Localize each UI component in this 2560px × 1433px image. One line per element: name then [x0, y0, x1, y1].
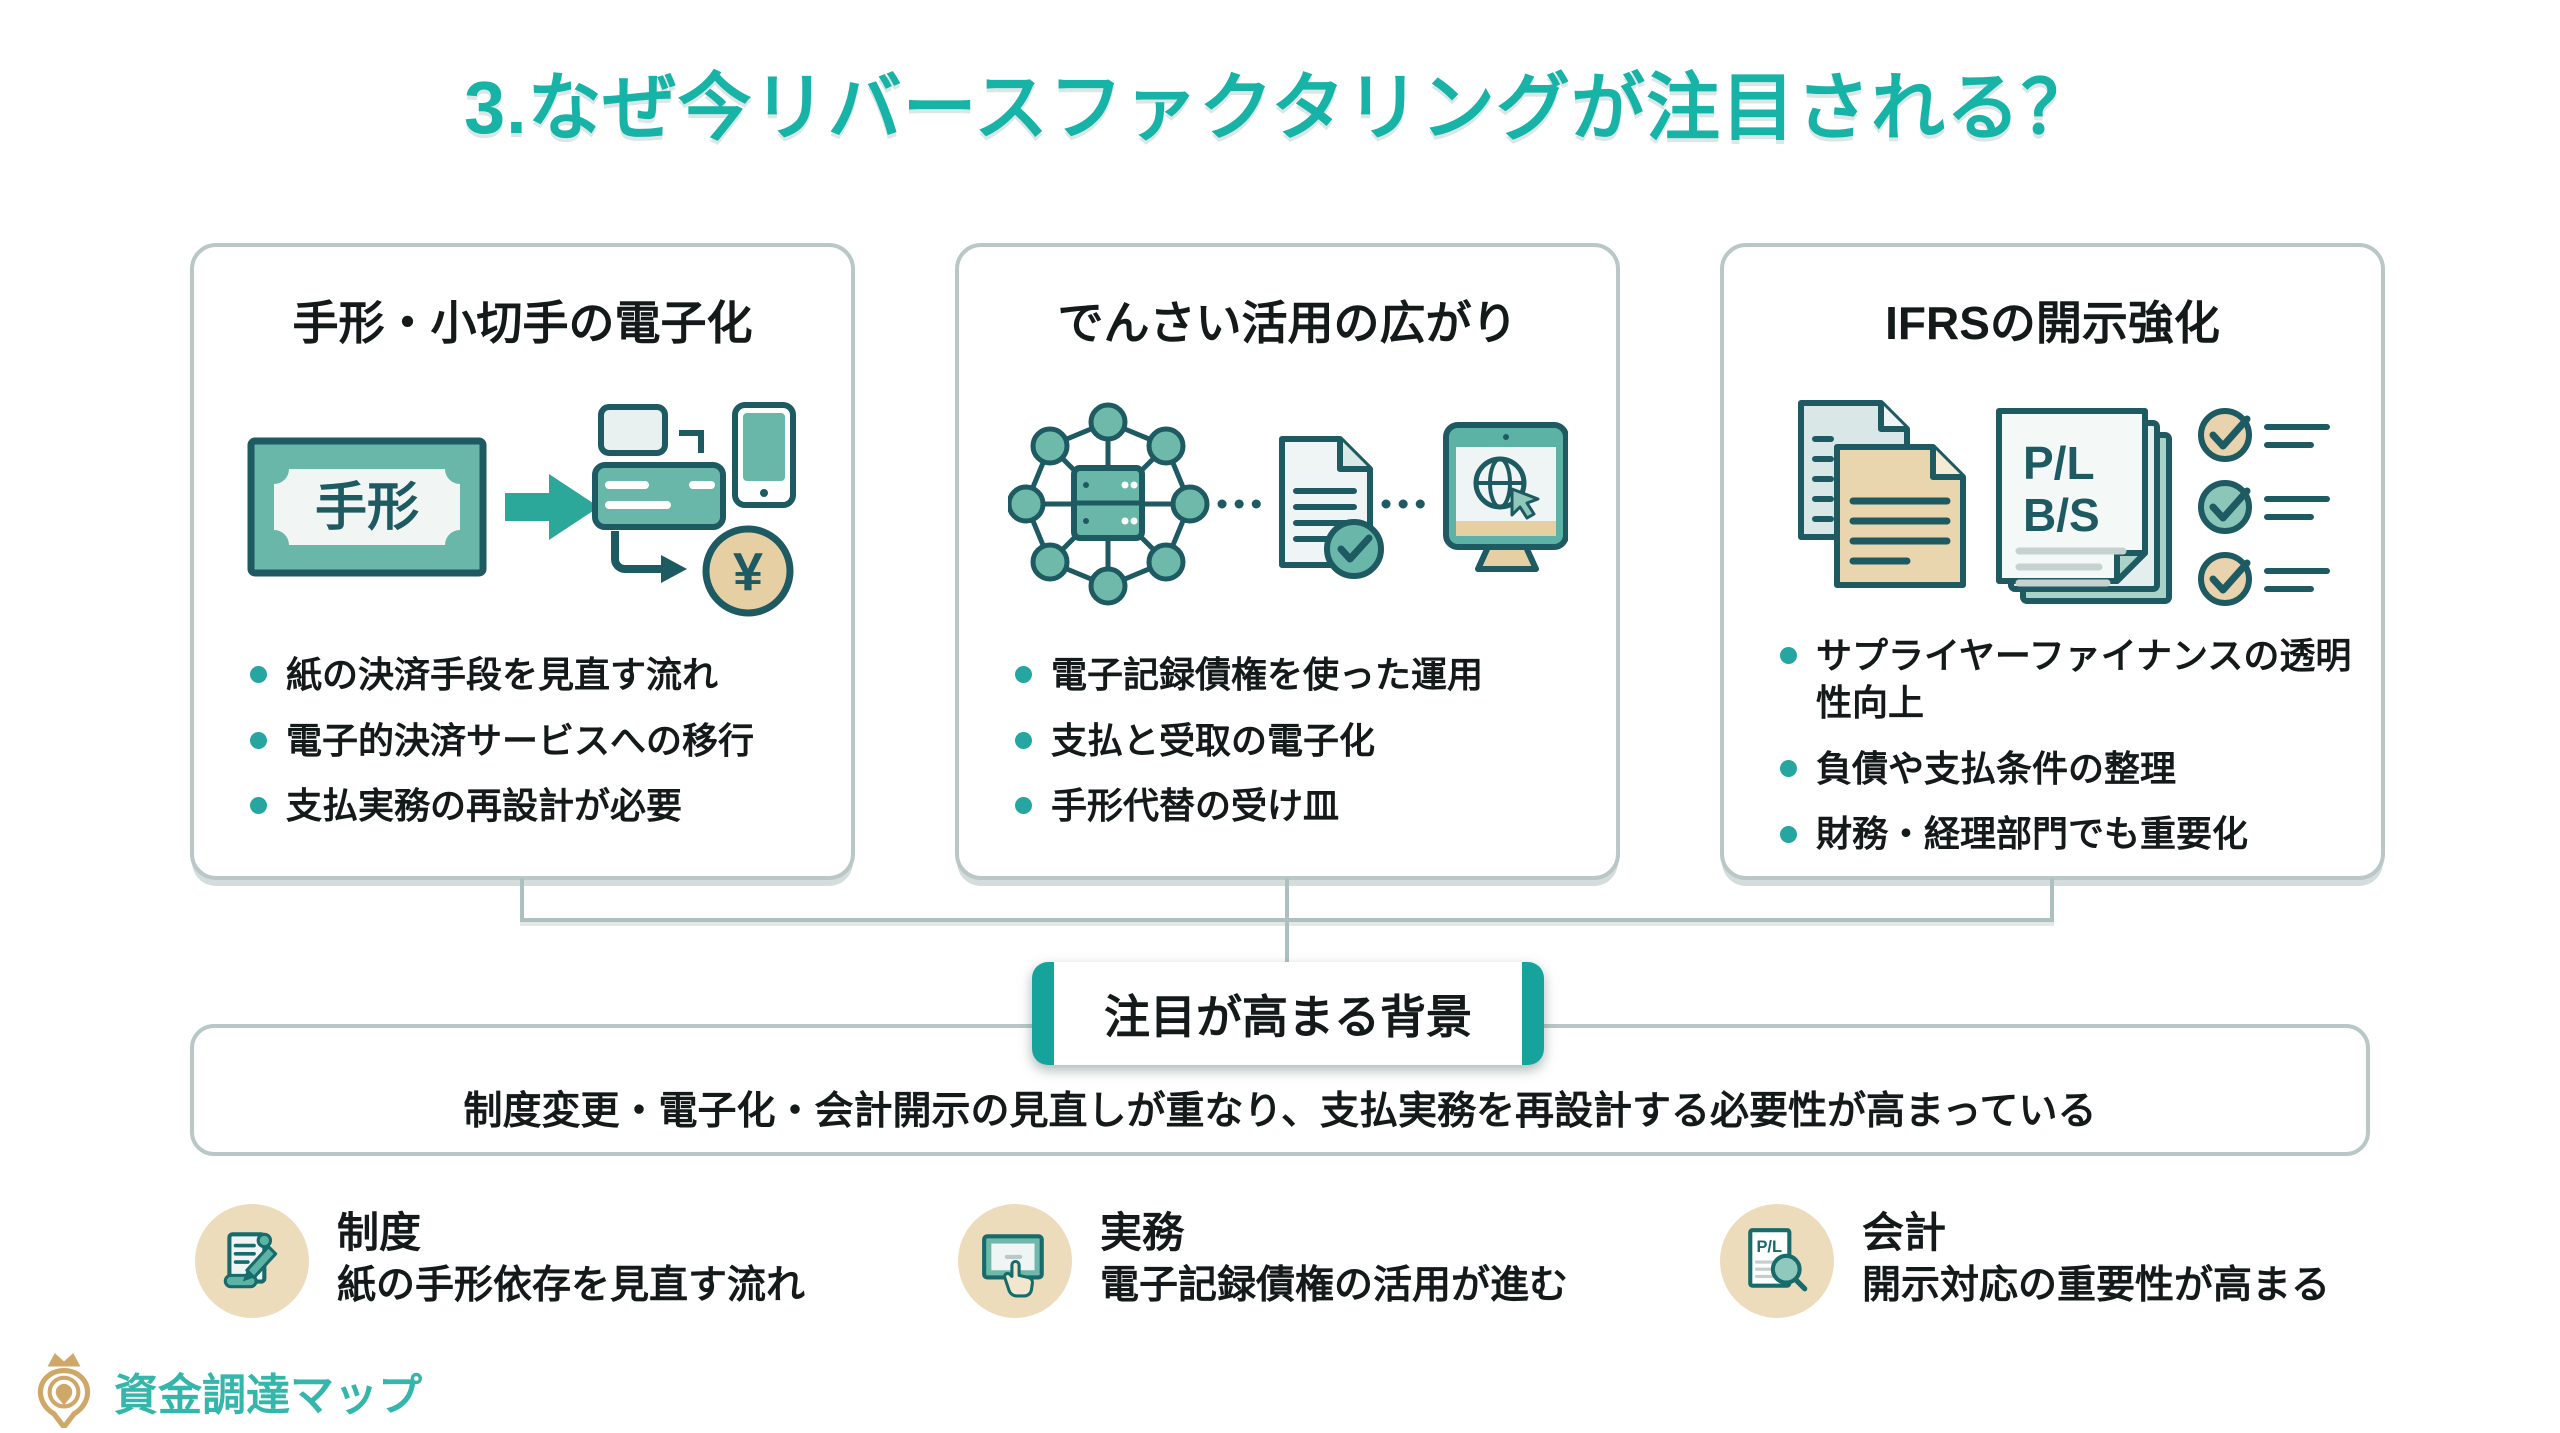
summary-text: 制度変更・電子化・会計開示の見直しが重なり、支払実務を再設計する必要性が高まって… [463, 1090, 2097, 1133]
card-tegata-digitization: 手形・小切手の電子化 手形 [190, 243, 855, 880]
document-check-icon [1278, 436, 1384, 579]
bill-tap-icon [958, 1204, 1072, 1318]
monitor-globe-icon [1442, 422, 1568, 572]
footer-item-title: 制度 [337, 1209, 422, 1256]
bullet-item: 支払実務の再設計が必要 [246, 782, 823, 830]
connector-line [520, 878, 524, 922]
footer-text: 実務 電子記録債権の活用が進む [1100, 1206, 1568, 1312]
transfer-arrow-icon [610, 531, 687, 583]
arrow-right-icon [504, 474, 599, 540]
digital-devices-icon [591, 402, 796, 530]
network-server-icon [1007, 402, 1209, 606]
footer-item-jitsumu: 実務 電子記録債権の活用が進む [958, 1204, 1568, 1318]
logo-text: 資金調達マップ [114, 1370, 422, 1420]
bullet-item: 紙の決済手段を見直す流れ [246, 651, 823, 699]
footer-item-description: 電子記録債権の活用が進む [1100, 1264, 1569, 1307]
page-title: 3.なぜ今リバースファクタリングが注目される？ [463, 66, 2097, 149]
connector-line [2050, 878, 2054, 922]
bullet-item: 手形代替の受け皿 [1011, 782, 1588, 830]
footer-item-title: 会計 [1862, 1209, 1947, 1256]
reports-checklist-icon: P/L B/S [1773, 379, 2333, 618]
pl-bs-report-icon: P/L B/S [1995, 408, 2172, 605]
svg-text:P/L: P/L [2023, 437, 2095, 489]
svg-text:B/S: B/S [2023, 489, 2100, 541]
documents-icon [1797, 400, 1966, 589]
card-title: IFRSの開示強化 [1885, 297, 2220, 349]
card-ifrs-disclosure: IFRSの開示強化 P/L B/S [1720, 243, 2385, 880]
svg-text:P/L: P/L [1756, 1238, 1782, 1256]
paper-bill-icon: 手形 [247, 437, 486, 577]
card-bullet-list: 電子記録債権を使った運用 支払と受取の電子化 手形代替の受け皿 [959, 651, 1616, 848]
map-pin-crown-icon [26, 1348, 102, 1433]
bullet-item: 負債や支払条件の整理 [1776, 745, 2353, 793]
connector-line [1285, 878, 1289, 968]
footer-item-kaikei: P/L 会計 開示対応の重要性が高まる [1720, 1204, 2330, 1318]
footer-item-description: 開示対応の重要性が高まる [1862, 1264, 2331, 1307]
bullet-item: 財務・経理部門でも重要化 [1776, 810, 2353, 858]
background-banner: 注目が高まる背景 [1032, 962, 1544, 1065]
footer-item-title: 実務 [1100, 1209, 1185, 1256]
svg-text:¥: ¥ [732, 542, 762, 602]
bullet-item: サプライヤーファイナンスの透明性向上 [1776, 632, 2353, 727]
card-title: でんさい活用の広がり [1057, 297, 1518, 349]
yen-coin-icon: ¥ [702, 525, 793, 617]
footer-item-description: 紙の手形依存を見直す流れ [337, 1264, 806, 1307]
card-densai-expansion: でんさい活用の広がり [955, 243, 1620, 880]
svg-text:手形: 手形 [314, 479, 418, 537]
footer-item-seido: 制度 紙の手形依存を見直す流れ [195, 1204, 805, 1318]
checklist-icon [2197, 408, 2330, 607]
bullet-item: 支払と受取の電子化 [1011, 717, 1588, 765]
bill-to-digital-icon: 手形 ¥ [243, 379, 803, 637]
network-document-monitor-icon [1007, 379, 1568, 637]
card-title: 手形・小切手の電子化 [292, 297, 753, 349]
site-logo: 資金調達マップ [26, 1348, 422, 1433]
footer-text: 会計 開示対応の重要性が高まる [1862, 1206, 2330, 1312]
document-magnifier-icon: P/L [1720, 1204, 1834, 1318]
scroll-pen-icon [195, 1204, 309, 1318]
card-bullet-list: 紙の決済手段を見直す流れ 電子的決済サービスへの移行 支払実務の再設計が必要 [194, 651, 851, 848]
footer-text: 制度 紙の手形依存を見直す流れ [337, 1206, 805, 1312]
bullet-item: 電子的決済サービスへの移行 [246, 717, 823, 765]
bullet-item: 電子記録債権を使った運用 [1011, 651, 1588, 699]
banner-label: 注目が高まる背景 [1104, 990, 1472, 1043]
card-bullet-list: サプライヤーファイナンスの透明性向上 負債や支払条件の整理 財務・経理部門でも重… [1724, 632, 2381, 876]
